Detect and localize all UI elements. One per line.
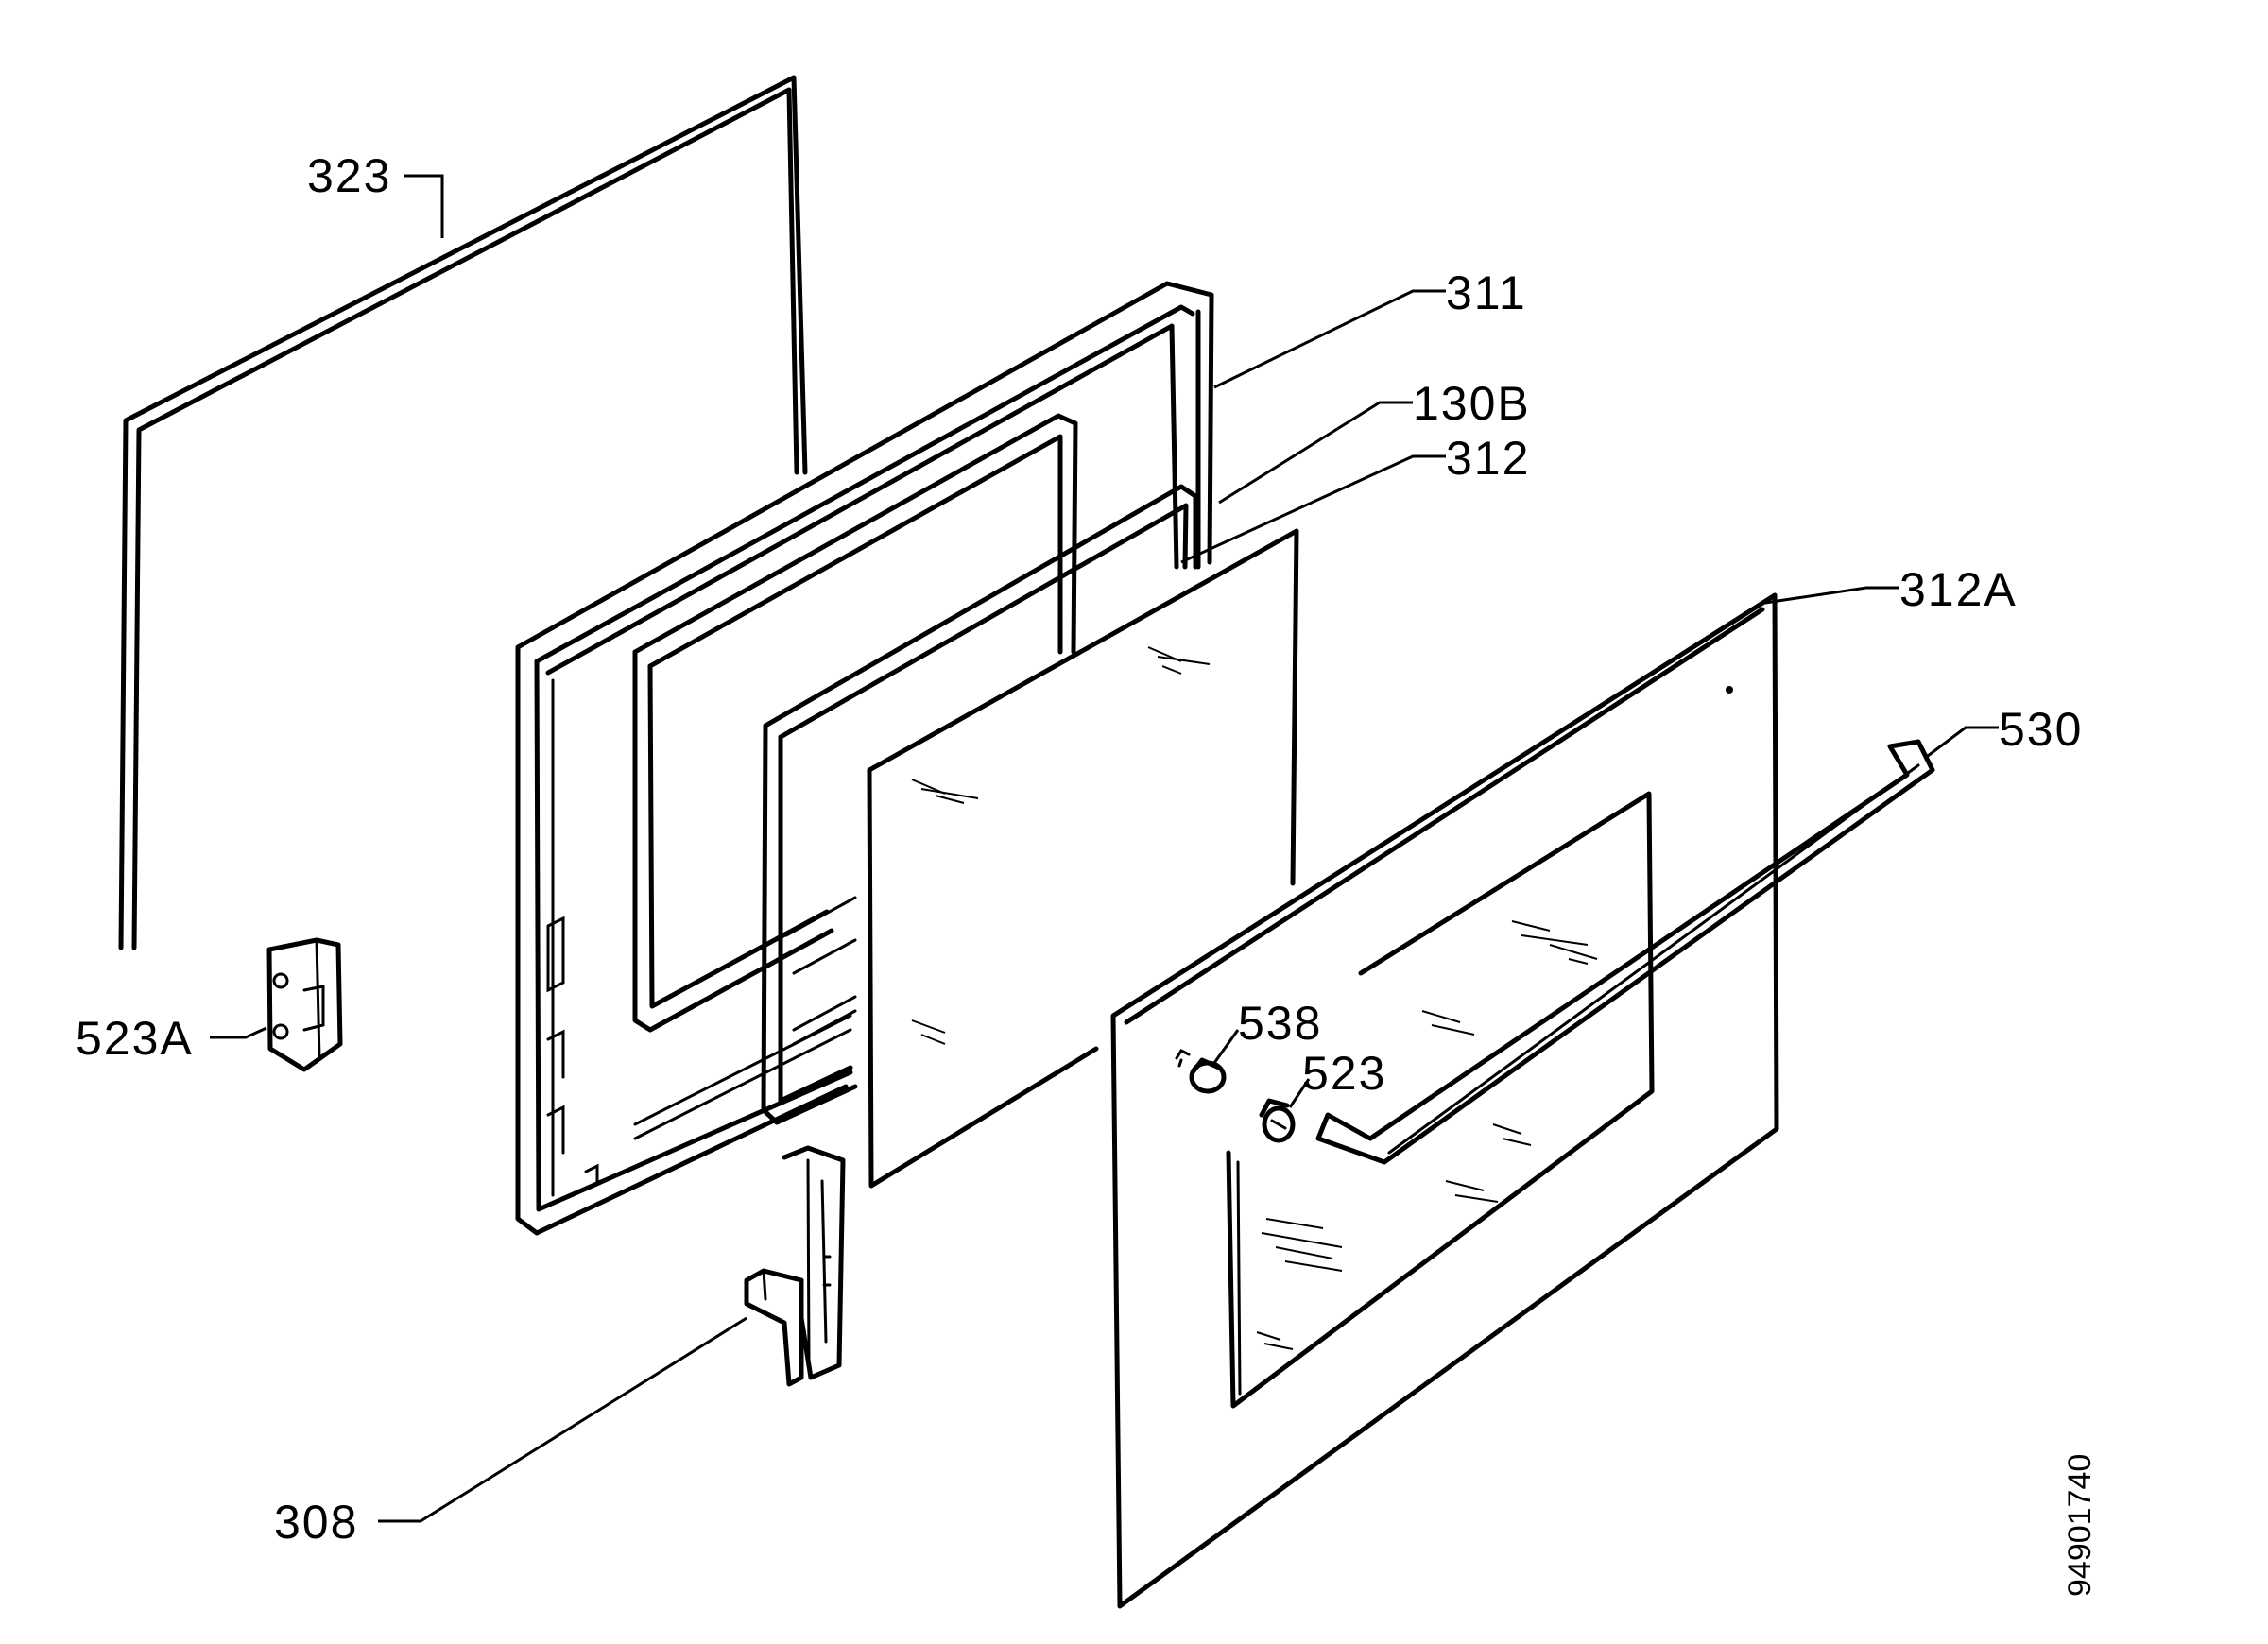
label-530: 530	[1999, 703, 2083, 756]
seal-130b	[761, 484, 1198, 1125]
label-538: 538	[1238, 997, 1322, 1050]
label-312a: 312A	[1899, 563, 2018, 616]
inner-frame-311	[515, 281, 1214, 1236]
label-311: 311	[1446, 266, 1527, 319]
screw-523	[1259, 1098, 1296, 1143]
glass-312	[867, 528, 1299, 1189]
bracket-523a	[266, 937, 343, 1072]
label-130b: 130B	[1413, 377, 1531, 430]
label-308: 308	[274, 1496, 358, 1549]
gasket-323	[118, 75, 808, 950]
hinge-308	[744, 1145, 846, 1387]
label-523: 523	[1302, 1047, 1386, 1100]
label-523a: 523A	[76, 1012, 194, 1065]
label-323: 323	[307, 149, 391, 202]
drawing-number: 94901740	[2062, 1454, 2098, 1597]
outer-glass-312a	[1110, 592, 1779, 1609]
spacer-538	[1175, 1049, 1227, 1094]
leader-lines	[210, 174, 1999, 1523]
handle-530	[1315, 739, 1935, 1165]
label-312: 312	[1446, 432, 1530, 485]
